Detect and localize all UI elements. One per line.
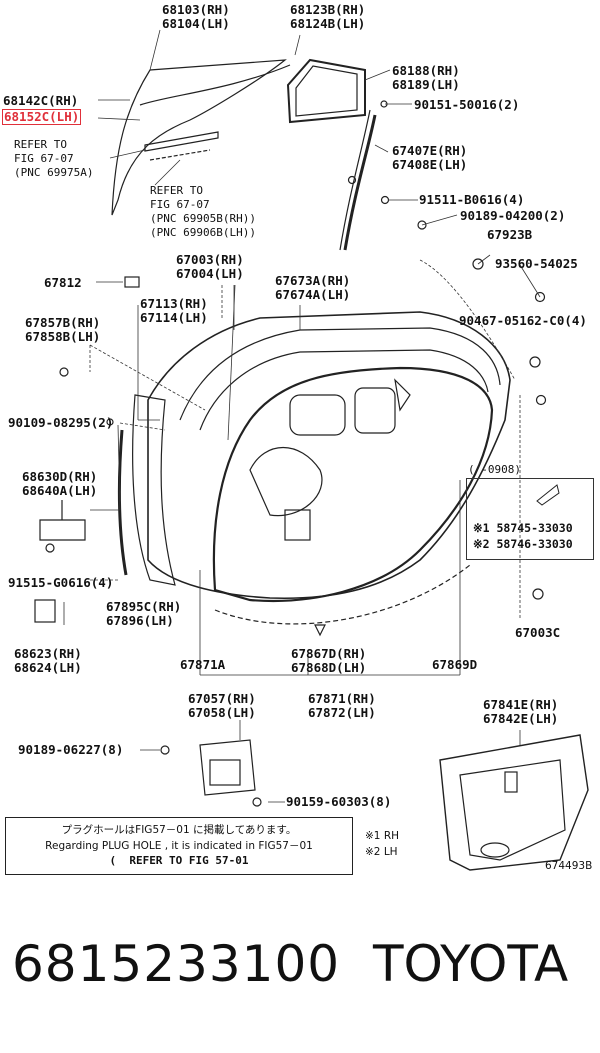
label-67812: 67812: [44, 275, 82, 290]
label-90189-06227: 90189-06227(8): [18, 742, 124, 757]
label-refer-69975a: REFER TO FIG 67-07 (PNC 69975A): [14, 138, 94, 179]
label-67867d: 67867D(RH) 67868D(LH): [291, 646, 367, 675]
note-line-refer: ( REFER TO FIG 57-01: [109, 854, 249, 867]
label-68630d: 68630D(RH) 68640A(LH): [22, 469, 98, 498]
inset-date: ( -0908): [468, 463, 521, 476]
inset-part-1: ※1 58745-33030: [473, 521, 573, 535]
service-hole-cover: [439, 734, 589, 871]
label-68142c: 68142C(RH): [3, 93, 79, 108]
caption-bar: [0, 905, 600, 1053]
label-91515: 91515-G0616(4): [8, 575, 114, 590]
label-67871: 67871(RH) 67872(LH): [308, 691, 376, 720]
parts-diagram: 68103(RH) 68104(LH) 68123B(RH) 68124B(LH…: [2, 2, 594, 875]
label-67869d: 67869D: [432, 657, 478, 672]
manufacturer-name: TOYOTA: [373, 935, 569, 993]
label-68123b: 68123B(RH) 68124B(LH): [290, 2, 366, 31]
weatherstrip: [212, 366, 494, 603]
inset-box: [466, 478, 594, 560]
note-line-japanese: プラグホールはFIG57－01 に掲載してあります。: [61, 824, 297, 836]
label-67407e: 67407E(RH) 67408E(LH): [392, 143, 468, 172]
belt-molding: [144, 131, 219, 152]
label-90189-04200: 90189-04200(2): [460, 208, 566, 223]
label-90159: 90159-60303(8): [286, 794, 392, 809]
note-line-english: Regarding PLUG HOLE , it is indicated in…: [45, 840, 313, 852]
footnote-rh: ※1 RH: [365, 830, 400, 842]
run-channel: [343, 114, 377, 251]
label-67841e: 67841E(RH) 67842E(LH): [483, 697, 559, 726]
label-68152c-highlighted: 68152C(LH): [2, 109, 82, 125]
label-67003c: 67003C: [515, 625, 561, 640]
label-67057: 67057(RH) 67058(LH): [188, 691, 256, 720]
label-67895c: 67895C(RH) 67896(LH): [106, 599, 182, 628]
label-67113: 67113(RH) 67114(LH): [140, 296, 208, 325]
label-68103: 68103(RH) 68104(LH): [162, 2, 230, 31]
diagram-drawing: [34, 29, 589, 871]
plug-hole-note: プラグホールはFIG57－01 に掲載してあります。 Regarding PLU…: [5, 817, 353, 875]
label-68188: 68188(RH) 68189(LH): [392, 63, 460, 92]
label-90109: 90109-08295(2): [8, 415, 114, 430]
label-67673a: 67673A(RH) 67674A(LH): [275, 273, 351, 302]
label-67857b: 67857B(RH) 67858B(LH): [25, 315, 101, 344]
quarter-window: [286, 58, 366, 124]
door-panel: [147, 311, 511, 600]
label-68623: 68623(RH) 68624(LH): [14, 646, 82, 675]
label-90467: 90467-05162-C0(4): [459, 313, 587, 328]
footnote-lh: ※2 LH: [365, 846, 398, 858]
label-91511: 91511-B0616(4): [419, 192, 525, 207]
label-67871a: 67871A: [180, 657, 226, 672]
label-93560: 93560-54025: [495, 256, 578, 271]
label-refer-69905b: REFER TO FIG 67-07 (PNC 69905B(RH)) (PNC…: [150, 184, 256, 239]
label-90151: 90151-50016(2): [414, 97, 520, 112]
label-67923b: 67923B: [487, 227, 533, 242]
label-67003: 67003(RH) 67004(LH): [176, 252, 244, 281]
inset-part-2: ※2 58746-33030: [473, 537, 573, 551]
part-number: 6815233100: [12, 935, 341, 993]
figure-number: 674493B: [545, 860, 593, 872]
